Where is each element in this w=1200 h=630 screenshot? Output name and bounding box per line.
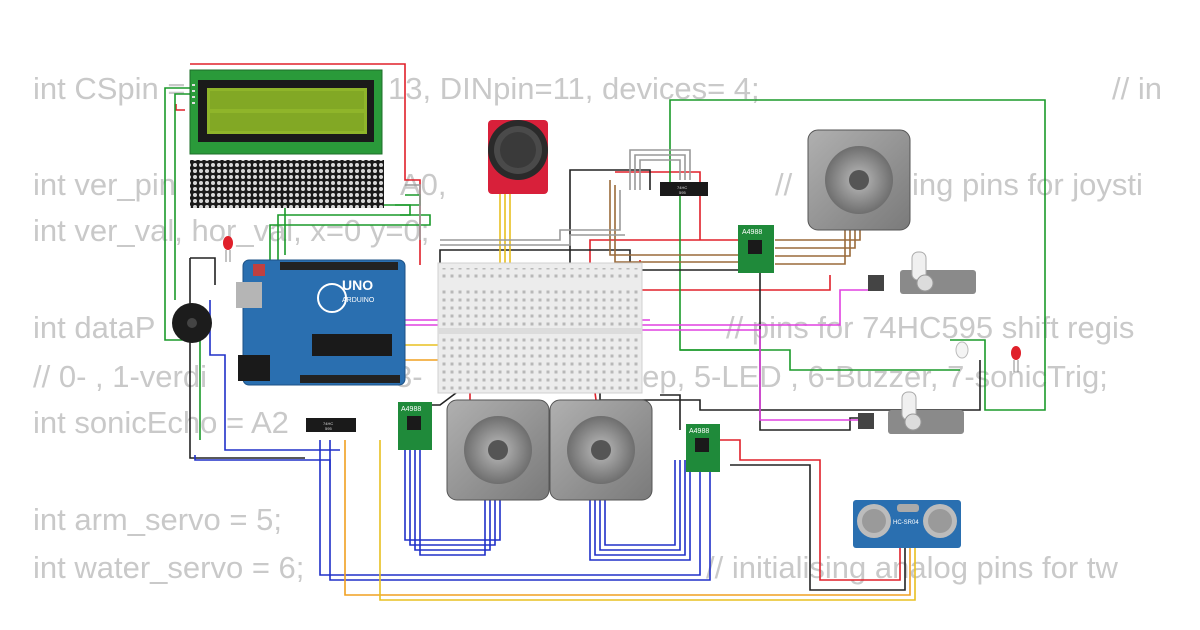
buzzer <box>172 303 212 343</box>
stepper-motor-bottom-right <box>549 399 653 501</box>
code-line-8b: // initialising analog pins for tw <box>706 550 1118 585</box>
code-line-2c: // <box>775 167 793 202</box>
code-line-2: int ver_pin <box>33 167 177 202</box>
arduino-uno-board: UNO ARDUINO <box>236 259 406 386</box>
code-line-4b: // pins for 74HC595 shift regis <box>726 310 1135 345</box>
a4988-driver-3: A4988 <box>686 424 720 472</box>
ultrasonic-sensor: HC-SR04 <box>853 500 961 548</box>
servo-top <box>868 251 976 294</box>
led-matrix <box>190 160 384 208</box>
code-line-8: int water_servo = 6; <box>33 550 305 585</box>
shift-register-bottom: 74HC 595 <box>306 418 356 432</box>
driver-3-label: A4988 <box>689 428 709 435</box>
red-led-left <box>223 236 233 262</box>
code-line-5: // 0- , 1-verdi <box>33 359 207 394</box>
driver-1-label: A4988 <box>742 229 762 236</box>
a4988-driver-2: A4988 <box>398 402 432 450</box>
stepper-motor-bottom-left <box>446 399 550 501</box>
shift-bottom-label2: 595 <box>325 426 332 431</box>
code-line-7: int arm_servo = 5; <box>33 502 282 537</box>
shift-top-label2: 595 <box>679 190 686 195</box>
driver-2-label: A4988 <box>401 406 421 413</box>
code-line-2d: ing pins for joysti <box>912 167 1143 202</box>
code-line-4: int dataP <box>33 310 156 345</box>
white-led <box>955 341 969 359</box>
arduino-brand-label: UNO <box>342 277 373 293</box>
sonic-label: HC-SR04 <box>893 520 919 526</box>
shift-register-top: 74HC 595 <box>660 182 708 196</box>
shift-top-label: 74HC <box>677 185 687 190</box>
joystick-module <box>488 120 548 194</box>
a4988-driver-1: A4988 <box>738 225 774 273</box>
stepper-motor-top <box>807 129 911 231</box>
code-line-6: int sonicEcho = A2 <box>33 405 289 440</box>
code-line-1c: // in <box>1112 71 1162 106</box>
lcd-display <box>189 69 383 155</box>
arduino-sub-label: ARDUINO <box>342 297 375 304</box>
shift-bottom-label: 74HC <box>323 421 333 426</box>
breadboard <box>437 262 643 394</box>
servo-bottom <box>858 391 964 434</box>
red-led-right <box>1011 346 1021 372</box>
